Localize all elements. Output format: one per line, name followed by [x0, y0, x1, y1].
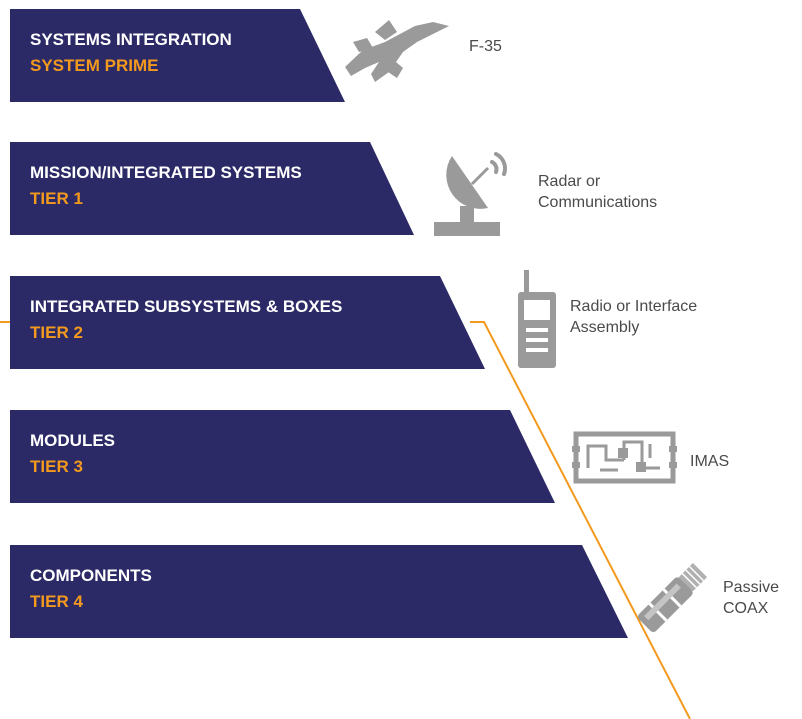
label-line: COAX: [723, 600, 769, 617]
tier-label-radio: Radio or Interface Assembly: [570, 296, 697, 338]
tier-mission-integrated-systems: MISSION/INTEGRATED SYSTEMS TIER 1: [10, 142, 414, 235]
tier-title: SYSTEMS INTEGRATION: [30, 30, 232, 49]
label-line: F-35: [469, 38, 502, 55]
tier-title: INTEGRATED SUBSYSTEMS & BOXES: [30, 297, 343, 316]
label-line: Assembly: [570, 319, 640, 336]
tier-banner: [10, 410, 555, 503]
tier-systems-integration: SYSTEMS INTEGRATION SYSTEM PRIME: [10, 9, 345, 102]
radar-dish-icon: [434, 152, 508, 236]
tier-banner: [10, 545, 628, 638]
tier-label-imas: IMAS: [690, 451, 729, 472]
tier-title: COMPONENTS: [30, 566, 152, 585]
tier-level: TIER 1: [30, 189, 83, 208]
label-line: Communications: [538, 194, 658, 211]
tier-level: TIER 4: [30, 592, 83, 611]
tier-banner: [10, 142, 414, 235]
tier-level: TIER 2: [30, 323, 83, 342]
radio-icon: [518, 270, 556, 368]
tier-banner: [10, 9, 345, 102]
tier-banner: [10, 276, 485, 369]
label-line: Passive: [723, 579, 780, 596]
tier-modules: MODULES TIER 3: [10, 410, 555, 503]
tier-label-coax: Passive COAX: [723, 577, 779, 619]
tier-label-f35: F-35: [469, 36, 502, 57]
tier-components: COMPONENTS TIER 4: [10, 545, 628, 638]
tier-level: SYSTEM PRIME: [30, 56, 159, 75]
label-line: Radar or: [538, 173, 601, 190]
tier-label-radar: Radar or Communications: [538, 171, 657, 213]
coax-connector-icon: [638, 562, 708, 632]
label-line: Radio or Interface: [570, 298, 698, 315]
label-line: IMAS: [690, 453, 730, 470]
tier-title: MISSION/INTEGRATED SYSTEMS: [30, 163, 302, 182]
tier-title: MODULES: [30, 431, 115, 450]
circuit-module-icon: [572, 431, 677, 484]
fighter-jet-icon: [345, 20, 449, 82]
tier-integrated-subsystems: INTEGRATED SUBSYSTEMS & BOXES TIER 2: [10, 276, 485, 369]
tier-level: TIER 3: [30, 457, 83, 476]
